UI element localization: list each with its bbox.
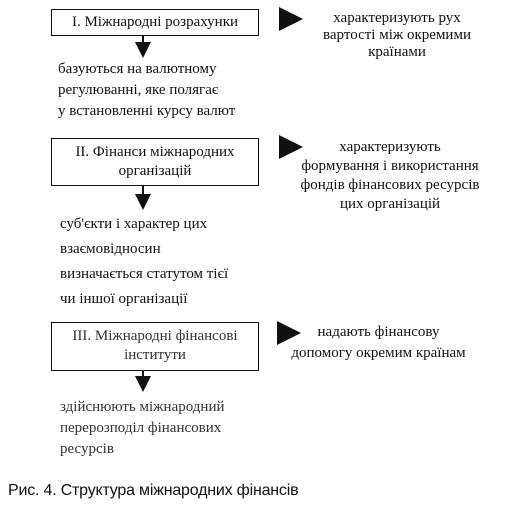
block-1-below-line: регулюванні, яке полягає [58,82,219,98]
block-2-below-line: чи іншої організації [60,291,188,307]
block-3-right-line: надають фінансову [317,324,440,340]
block-2-below-line: взаємовідносин [60,241,161,257]
block-3-right-line: допомогу окремим країнам [291,345,466,361]
block-3-title: інститути [124,347,186,363]
block-2-below-line: визначається статутом тієї [60,266,229,282]
block-2-right-line: формування і використання [301,158,479,174]
block-2-right-line: фондів фінансових ресурсів [300,177,480,193]
figure-caption: Рис. 4. Структура міжнародних фінансів [8,482,299,499]
block-3-below-line: перерозподіл фінансових [60,420,222,436]
block-3-below-line: ресурсів [60,441,114,457]
block-3-right-text: надають фінансову допомогу окремим країн… [276,322,481,364]
block-3-below-text: здійснюють міжнародний перерозподіл фіна… [60,397,225,460]
block-2-title: організацій [118,163,192,179]
block-1-below-line: у встановленні курсу валют [58,103,236,119]
block-2-right-text: характеризують формування і використання… [280,137,500,215]
block-1-right-text: характеризують рух вартості між окремими… [302,8,492,63]
block-2-right-line: характеризують [339,139,441,155]
block-2-box: ІІ. Фінанси міжнародних організацій [51,138,259,186]
block-2-right-line: цих організацій [339,196,441,212]
block-1-right-line: характеризують рух [333,10,461,26]
block-3-title: ІІІ. Міжнародні фінансові [72,328,238,344]
block-1-below-line: базуються на валютному [58,61,217,77]
block-2-below-text: суб'єкти і характер цих взаємовідносин в… [60,212,228,312]
block-1-right-line: вартості між окремими [323,27,471,43]
block-1-title: І. Міжнародні розрахунки [71,14,239,30]
block-1-right-line: країнами [368,44,426,60]
block-2-below-line: суб'єкти і характер цих [60,216,208,232]
block-1-box: І. Міжнародні розрахунки [51,9,259,36]
block-3-box: ІІІ. Міжнародні фінансові інститути [51,322,259,371]
block-1-below-text: базуються на валютному регулюванні, яке … [58,59,235,122]
block-2-title: ІІ. Фінанси міжнародних [75,144,235,160]
block-3-below-line: здійснюють міжнародний [60,399,225,415]
